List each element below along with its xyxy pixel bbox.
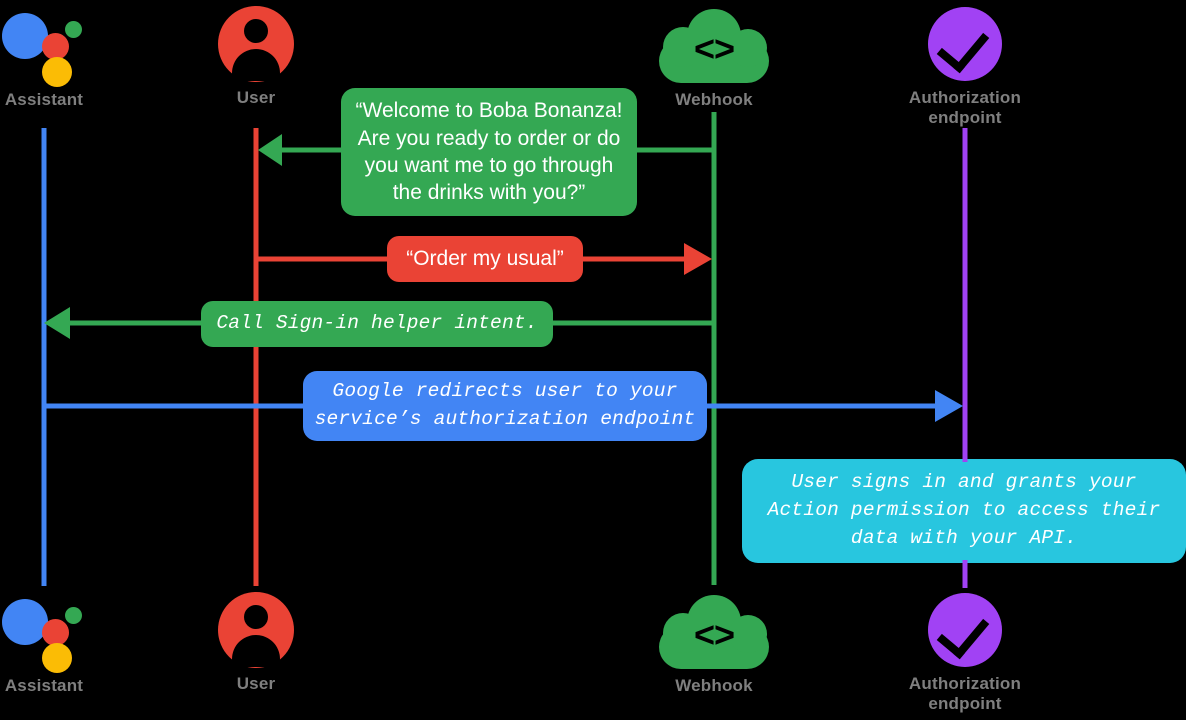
bubble-line: data with your API.: [850, 526, 1078, 549]
assistant-dot-yellow-icon: [42, 643, 72, 673]
lifeline-auth-overlay-top: [962, 440, 968, 462]
actor-label-auth-line1: Authorization: [908, 88, 1022, 107]
lifeline-auth-overlay-bottom: [962, 560, 968, 588]
actor-label-webhook: Webhook: [675, 90, 753, 109]
actor-label-auth-line2: endpoint: [928, 108, 1002, 128]
assistant-dot-blue-icon: [2, 13, 48, 59]
bubble-line: “Welcome to Boba Bonanza!: [355, 99, 623, 123]
message-bubble-signin-helper: Call Sign-in helper intent.: [201, 301, 553, 347]
actor-label-auth: Authorization endpoint: [875, 674, 1055, 714]
bubble-line: Action permission to access their: [767, 499, 1161, 522]
bubble-line: you want me to go through: [364, 154, 614, 177]
user-body-shape: [232, 635, 280, 667]
purple-check-circle-icon: [928, 593, 1002, 667]
assistant-dot-yellow-icon: [42, 57, 72, 87]
assistant-dot-blue-icon: [2, 599, 48, 645]
auth-check-wrap: [875, 590, 1055, 670]
webhook-cloud-wrap: <>: [624, 6, 804, 86]
actor-auth-top: Authorization endpoint: [875, 4, 1055, 128]
lifeline-user: [253, 128, 259, 586]
actor-label-webhook: Webhook: [675, 676, 753, 695]
arrow-head-order: [684, 243, 712, 275]
actor-label-auth: Authorization endpoint: [875, 88, 1055, 128]
checkmark-icon: [936, 18, 990, 74]
actor-webhook-bottom: <> Webhook: [624, 592, 804, 696]
lifeline-webhook: [711, 112, 717, 582]
arrow-head-redirect: [935, 390, 963, 422]
arrow-head-signin-helper: [44, 307, 70, 339]
user-avatar-wrap: [166, 590, 346, 670]
bubble-line: the drinks with you?”: [392, 181, 586, 205]
actor-user-top: User: [166, 4, 346, 108]
assistant-dot-green-icon: [65, 21, 82, 38]
actor-label-user: User: [236, 674, 276, 693]
cloud-puff-2-shape: [663, 613, 703, 653]
actor-label-auth-line2: endpoint: [928, 694, 1002, 714]
bubble-line: Are you ready to order or do: [357, 126, 621, 150]
message-bubble-redirect: Google redirects user to your service’s …: [303, 371, 707, 441]
message-bubble-welcome: “Welcome to Boba Bonanza! Are you ready …: [341, 88, 637, 216]
purple-check-circle-icon: [928, 7, 1002, 81]
lifeline-auth: [962, 128, 968, 586]
arrow-head-welcome: [258, 134, 282, 166]
cloud-code-icon: <>: [659, 595, 769, 669]
assistant-logo-wrap: [0, 6, 134, 87]
bubble-line: “Order my usual”: [406, 247, 564, 271]
bubble-line: service’s authorization endpoint: [314, 408, 696, 430]
cloud-puff-3-shape: [729, 29, 767, 67]
actor-assistant-top: Assistant: [0, 6, 134, 110]
google-assistant-logo-icon: [2, 7, 86, 87]
user-body-shape: [232, 49, 280, 81]
bubble-line: Google redirects user to your: [332, 380, 678, 403]
user-avatar-icon: [218, 592, 294, 668]
user-head-shape: [244, 19, 268, 43]
actor-label-auth-line1: Authorization: [908, 674, 1022, 693]
note-bubble-user-signs-in: User signs in and grants your Action per…: [742, 459, 1186, 563]
message-bubble-order: “Order my usual”: [387, 236, 583, 282]
code-brackets-icon: <>: [693, 28, 735, 69]
actor-user-bottom: User: [166, 590, 346, 694]
actor-label-assistant: Assistant: [4, 90, 84, 109]
auth-check-wrap: [875, 4, 1055, 84]
cloud-puff-2-shape: [663, 27, 703, 67]
actor-label-assistant: Assistant: [4, 676, 84, 695]
lifeline-webhook-overlay: [711, 440, 717, 585]
actor-webhook-top: <> Webhook: [624, 6, 804, 110]
assistant-dot-red-icon: [42, 33, 69, 60]
webhook-cloud-wrap: <>: [624, 592, 804, 672]
bubble-line: User signs in and grants your: [791, 471, 1137, 494]
cloud-code-icon: <>: [659, 9, 769, 83]
lifeline-assistant: [41, 128, 47, 586]
bubble-line: Call Sign-in helper intent.: [216, 312, 538, 335]
code-brackets-icon: <>: [693, 614, 735, 655]
actor-assistant-bottom: Assistant: [0, 592, 134, 696]
user-avatar-icon: [218, 6, 294, 82]
user-avatar-wrap: [166, 4, 346, 84]
assistant-dot-red-icon: [42, 619, 69, 646]
checkmark-icon: [936, 604, 990, 660]
assistant-dot-green-icon: [65, 607, 82, 624]
user-head-shape: [244, 605, 268, 629]
actor-label-user: User: [236, 88, 276, 107]
assistant-logo-wrap: [0, 592, 134, 673]
cloud-puff-3-shape: [729, 615, 767, 653]
google-assistant-logo-icon: [2, 593, 86, 673]
actor-auth-bottom: Authorization endpoint: [875, 590, 1055, 714]
